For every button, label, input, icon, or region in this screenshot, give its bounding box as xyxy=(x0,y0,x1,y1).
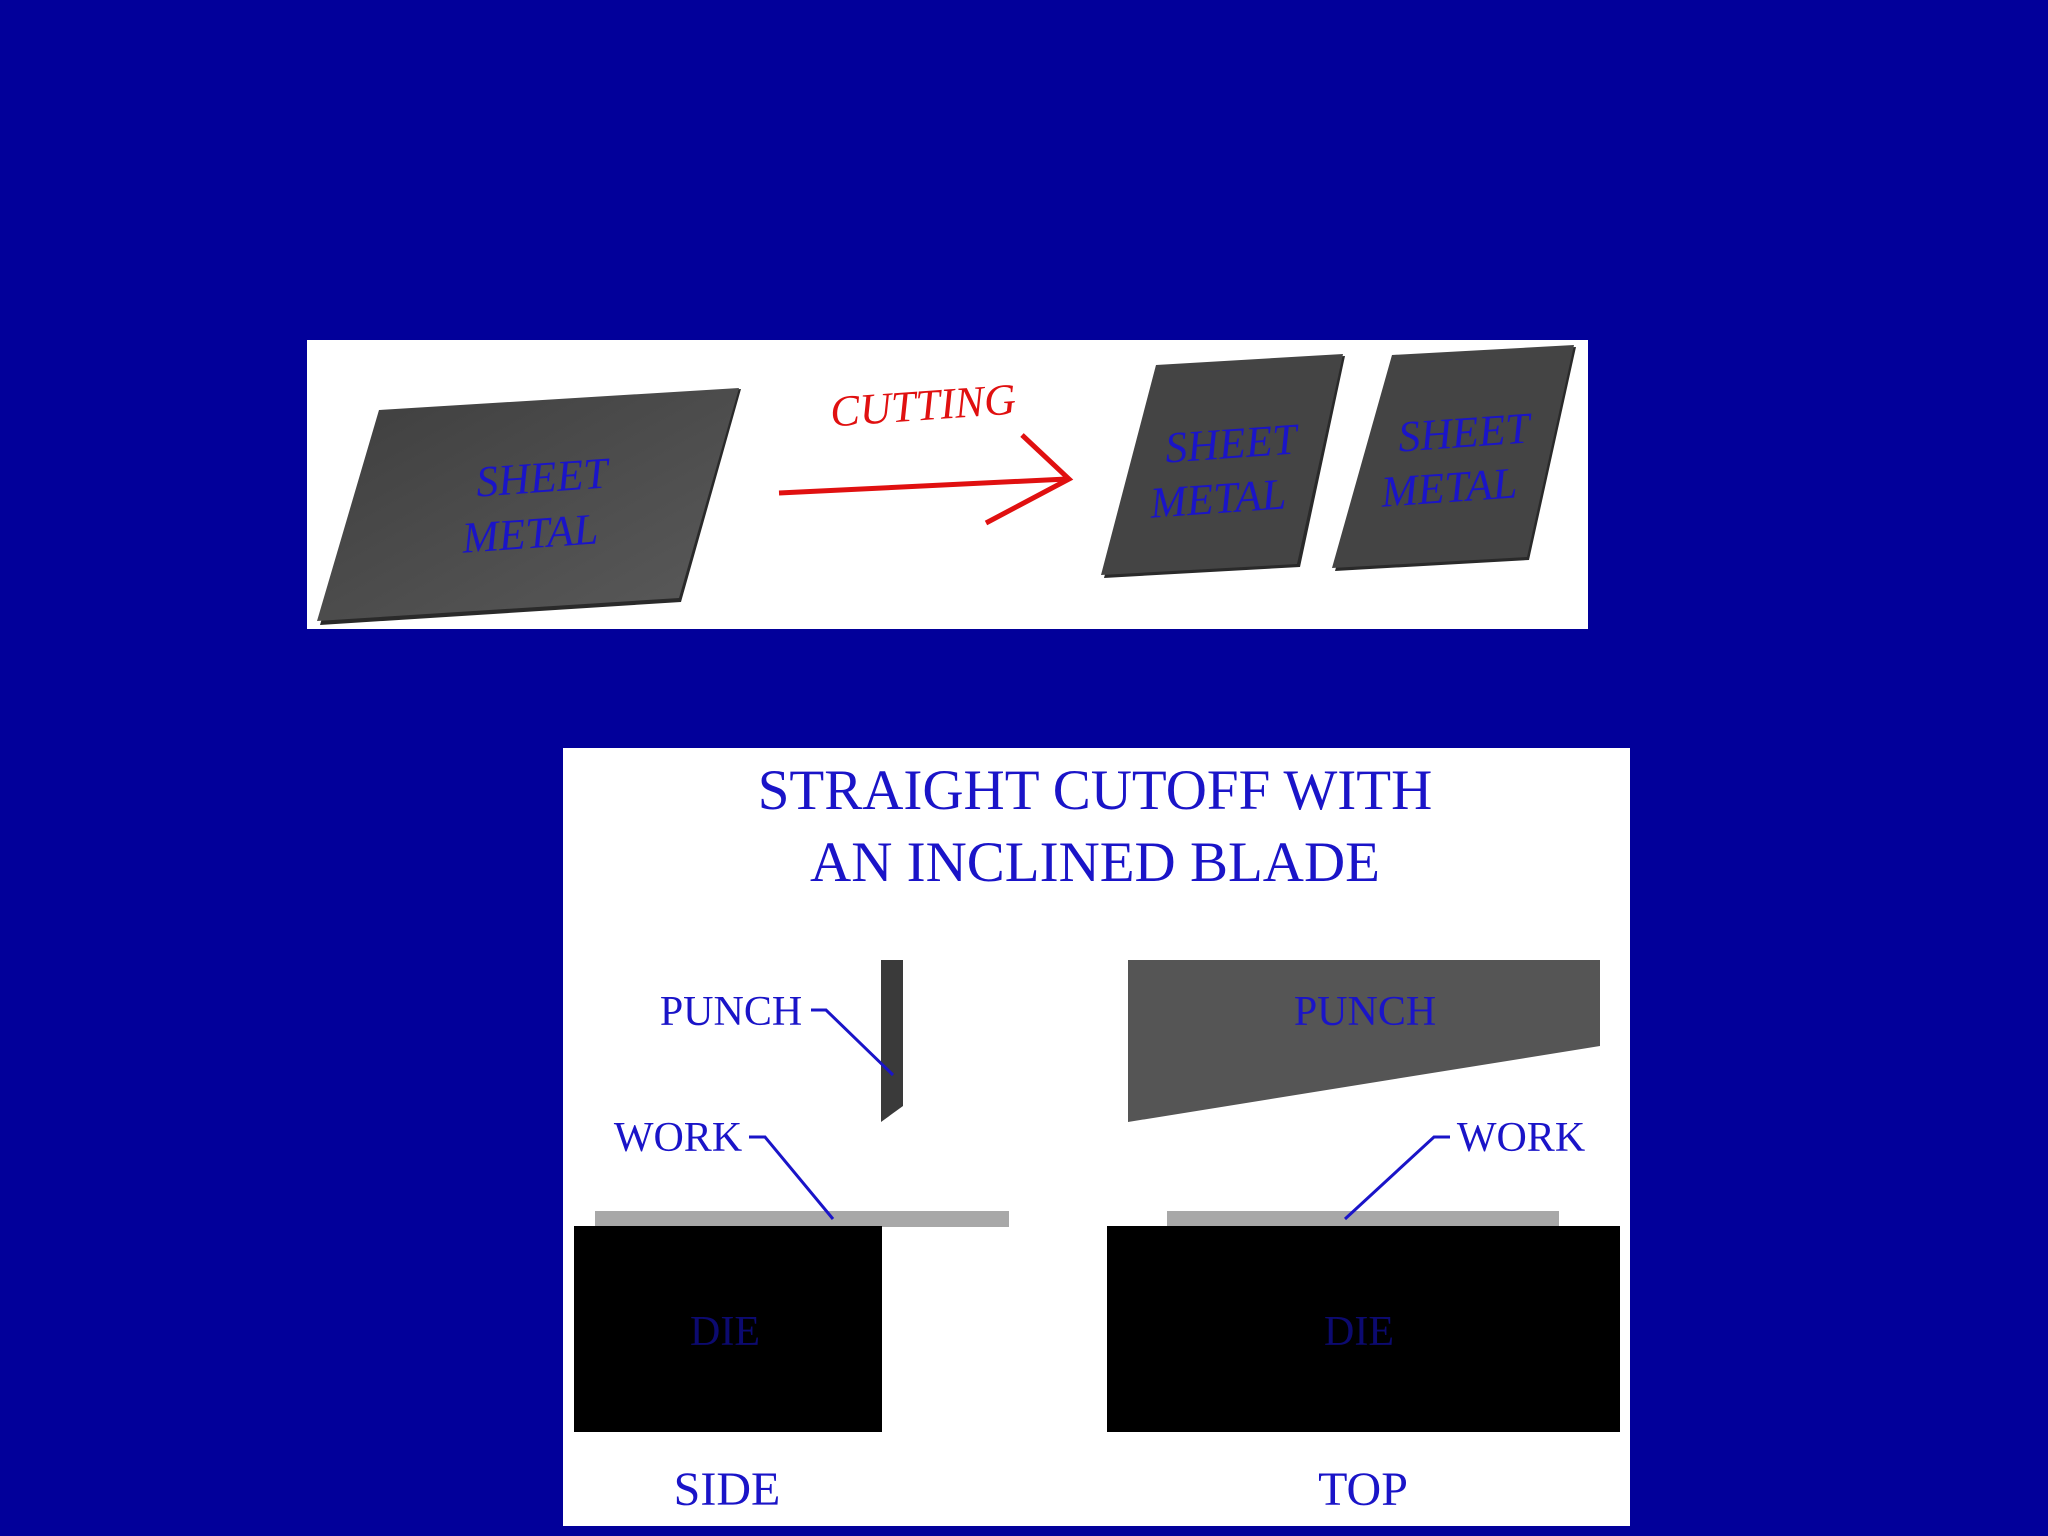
cutting-illustration: SHEET METAL CUTTING SHEET METAL SHEET xyxy=(317,345,1576,625)
piece1-label-line1: SHEET xyxy=(1163,414,1302,472)
inclined-blade-diagram: STRAIGHT CUTOFF WITH AN INCLINED BLADE P… xyxy=(574,759,1620,1516)
piece2-label-line2: METAL xyxy=(1378,458,1518,516)
sheet-label-line2: METAL xyxy=(459,504,599,562)
diagram-title-line1: STRAIGHT CUTOFF WITH xyxy=(758,759,1433,822)
cutting-arrow: CUTTING xyxy=(778,375,1074,526)
side-punch-leader xyxy=(811,1008,895,1077)
side-view: PUNCH WORK DIE SIDE xyxy=(574,960,1009,1516)
side-work-label: WORK xyxy=(614,1115,742,1161)
side-view-label: SIDE xyxy=(674,1463,781,1516)
top-work-label: WORK xyxy=(1457,1115,1585,1161)
sheet-label-line1: SHEET xyxy=(474,448,613,506)
top-punch-blade xyxy=(1128,960,1600,1122)
top-view-label: TOP xyxy=(1318,1463,1408,1516)
top-die-label: DIE xyxy=(1324,1309,1394,1355)
piece1-label-line2: METAL xyxy=(1147,469,1287,527)
top-view: PUNCH WORK DIE TOP xyxy=(1107,960,1620,1516)
side-work-strip xyxy=(595,1211,1009,1227)
diagram-title-line2: AN INCLINED BLADE xyxy=(810,831,1380,894)
top-work-strip xyxy=(1167,1211,1559,1227)
inclined-blade-panel: STRAIGHT CUTOFF WITH AN INCLINED BLADE P… xyxy=(563,748,1630,1526)
cut-piece-1: SHEET xyxy=(1101,354,1345,578)
top-punch-label: PUNCH xyxy=(1294,989,1436,1035)
side-punch-label: PUNCH xyxy=(660,989,802,1035)
side-punch-blade xyxy=(881,960,903,1122)
top-work-leader xyxy=(1343,1135,1450,1221)
top-die-block xyxy=(1107,1226,1620,1432)
side-die-label: DIE xyxy=(690,1309,760,1355)
side-die-block xyxy=(574,1226,882,1432)
cutting-illustration-panel: SHEET METAL CUTTING SHEET METAL SHEET xyxy=(307,340,1588,629)
cut-piece-2: SHEET METAL xyxy=(1332,345,1576,571)
uncut-sheet: SHEET METAL xyxy=(317,388,741,625)
cutting-label: CUTTING xyxy=(829,375,1018,437)
piece2-label-line1: SHEET xyxy=(1396,403,1535,461)
side-work-leader xyxy=(749,1135,835,1220)
